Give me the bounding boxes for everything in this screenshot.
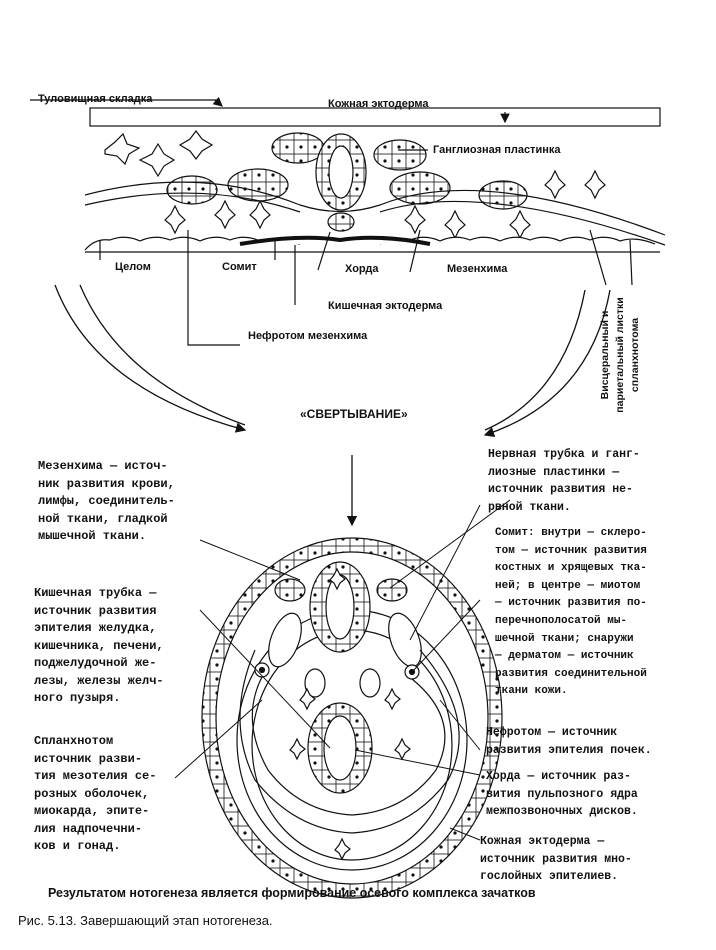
- label-trunk-fold: Туловищная складка: [38, 93, 153, 105]
- label-chorda: Хорда: [345, 263, 379, 275]
- desc-neural-tube: Нервная трубка и ганг- лиозные пластинки…: [488, 448, 640, 514]
- mesenchyme-cells-bottom: [289, 567, 411, 861]
- label-splanchnotome-leaves: Висцеральный и париетальный листки сплан…: [599, 297, 641, 413]
- desc-somite: Сомит: внутри — склеро- том — источник р…: [495, 527, 647, 698]
- desc-skin-ectoderm: Кожная эктодерма — источник развития мно…: [480, 835, 632, 883]
- bottom-section: [201, 537, 503, 899]
- mesenchyme-cells-top: [104, 130, 606, 240]
- desc-splanchnotome: Спланхнотом источник разви- тия мезотели…: [34, 734, 157, 853]
- desc-nephrotome: Нефротом — источник развития эпителия по…: [486, 726, 652, 757]
- label-skin-ectoderm: Кожная эктодерма: [328, 98, 429, 110]
- label-ganglion-plate: Ганглиозная пластинка: [433, 144, 561, 156]
- figure-caption: Рис. 5.13. Завершающий этап нотогенеза.: [18, 913, 273, 928]
- neural-tube-top: [315, 133, 367, 211]
- top-section: [30, 96, 666, 346]
- label-mesenchyme: Мезенхима: [447, 263, 508, 275]
- label-somite: Сомит: [222, 261, 257, 273]
- chorda-top: [327, 212, 355, 232]
- desc-chorda: Хорда — источник раз- вития пульпозного …: [486, 770, 638, 818]
- label-folding: «СВЕРТЫВАНИЕ»: [300, 407, 408, 421]
- desc-mesenchyme: Мезенхима — источ- ник развития крови, л…: [38, 459, 175, 543]
- result-text: Результатом нотогенеза является формиров…: [48, 886, 536, 900]
- neural-tube-bottom: [309, 561, 371, 653]
- label-gut-ectoderm: Кишечная эктодерма: [328, 300, 443, 312]
- label-nephrotome-mesenchyme: Нефротом мезенхима: [248, 330, 368, 342]
- label-coelom: Целом: [115, 261, 151, 273]
- desc-gut-tube: Кишечная трубка — источник развития эпит…: [34, 586, 164, 705]
- gut-tube-bottom: [307, 702, 373, 794]
- folding-arrows: [54, 284, 611, 527]
- gut-ectoderm-row: [84, 235, 656, 251]
- skin-ectoderm-band: [89, 107, 661, 127]
- bottom-pointers: [174, 499, 511, 841]
